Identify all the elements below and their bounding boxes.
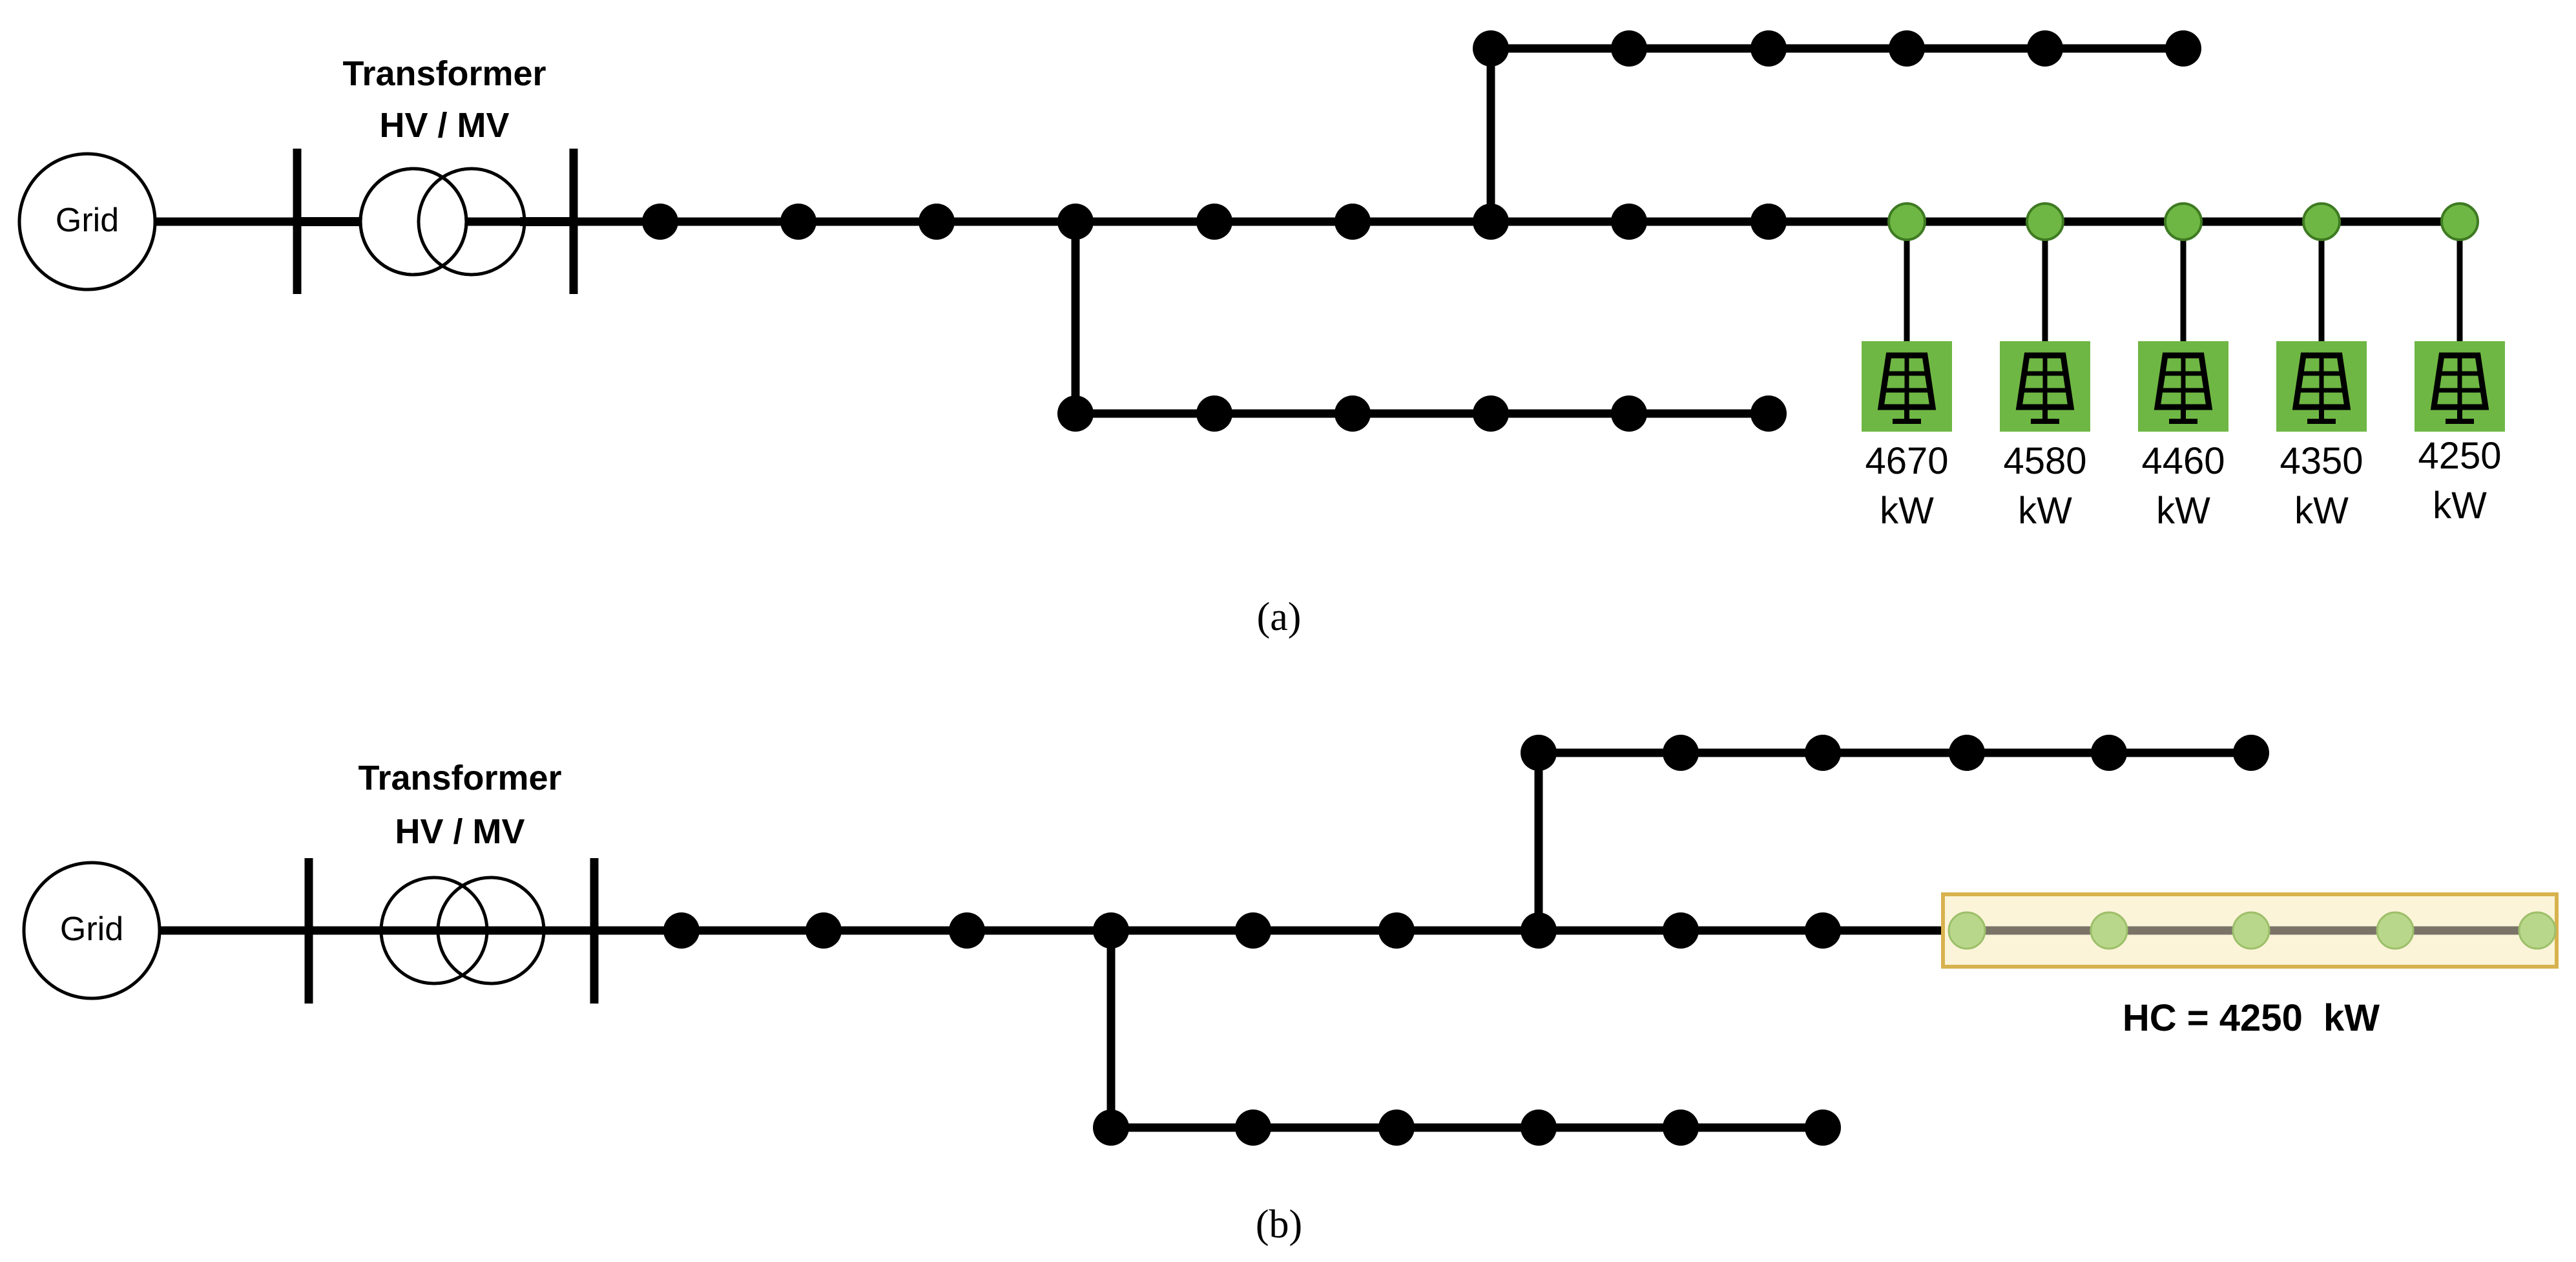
upper-nodes-a [1473,30,2201,67]
solar-panel-icon [2000,341,2090,432]
bus-node [1196,395,1232,432]
solar-panel-icon [2276,341,2367,432]
bus-node [949,912,985,949]
pv-capacity-value: 4250 [2418,435,2501,477]
caption-b: (b) [1256,1203,1302,1246]
bus-node [1663,735,1699,771]
main-nodes-b [663,912,1841,949]
pv-units-a: 4670 kW 4580 kW [1862,202,2505,532]
bus-node [805,912,842,949]
bus-node [1057,204,1094,240]
bus-node [1805,735,1841,771]
bus-node [1335,395,1371,432]
bus-node [1750,395,1787,432]
bus-node [1663,912,1699,949]
bus-node [2027,30,2063,67]
grid-label-b: Grid [60,910,123,948]
hc-node [2518,911,2557,950]
pv-node [2302,202,2341,241]
bus-node [1611,395,1647,432]
grid-label-a: Grid [56,202,119,239]
transformer-icon [301,167,572,277]
bus-node [1235,912,1271,949]
pv-node [2026,202,2064,241]
pv-unit-3: 4460 kW [2138,202,2228,532]
hosting-capacity-zone [1941,892,2559,969]
bus-node [919,204,955,240]
bus-node [642,204,678,240]
bus-node [1611,30,1647,67]
bus-node [1750,204,1787,240]
bus-node [1473,204,1509,240]
bus-node [1521,912,1557,949]
bus-node [1235,1110,1271,1146]
panel-b: Grid Transformer HV / MV [22,735,2559,1246]
pv-node [2164,202,2203,241]
pv-unit-5: 4250 kW [2415,202,2505,527]
bus-node [1521,1110,1557,1146]
bus-node [663,912,700,949]
pv-capacity-unit: kW [1880,490,1934,532]
main-nodes-a [642,204,1787,240]
upper-nodes-b [1521,735,2269,771]
bus-node [1889,30,1925,67]
pv-capacity-unit: kW [2294,490,2349,532]
pv-capacity-unit: kW [2433,485,2487,527]
panel-a: Grid Transformer HV / MV [17,30,2505,639]
bus-node [1335,204,1371,240]
solar-panel-icon [1862,341,1952,432]
bus-node [1750,30,1787,67]
pv-capacity-value: 4670 [1865,440,1948,482]
bus-node [2233,735,2269,771]
bus-node [1093,1110,1129,1146]
bus-node [1378,1110,1415,1146]
bus-node [780,204,816,240]
bus-node [2165,30,2201,67]
bus-node [1057,395,1094,432]
bus-node [1093,912,1129,949]
bus-node [2091,735,2127,771]
pv-unit-4: 4350 kW [2276,202,2367,532]
bus-node [1805,1110,1841,1146]
bus-node [1378,912,1415,949]
lower-nodes-b [1093,1110,1841,1146]
bus-node [1805,912,1841,949]
transformer-icon [379,876,546,985]
transformer-label-b: Transformer [358,759,561,797]
caption-a: (a) [1257,595,1302,639]
pv-node [1887,202,1926,241]
pv-capacity-value: 4460 [2141,440,2225,482]
pv-node [2440,202,2479,241]
pv-capacity-value: 4350 [2280,440,2363,482]
hc-node [2090,911,2128,950]
bus-node [1473,395,1509,432]
hc-node [2232,911,2270,950]
transformer-ratio-b: HV / MV [395,812,525,851]
pv-capacity-unit: kW [2156,490,2210,532]
pv-capacity-unit: kW [2018,490,2072,532]
bus-node [1521,735,1557,771]
solar-panel-icon [2415,341,2505,432]
transformer-label-a: Transformer [342,54,546,93]
hc-node [1948,911,1986,950]
transformer-ratio-a: HV / MV [379,106,509,145]
pv-capacity-value: 4580 [2003,440,2086,482]
hc-node [2376,911,2415,950]
bus-node [1611,204,1647,240]
pv-unit-1: 4670 kW [1862,202,1952,532]
bus-node [1196,204,1232,240]
lower-nodes-a [1057,395,1787,432]
solar-panel-icon [2138,341,2228,432]
bus-node [1949,735,1985,771]
bus-node [1663,1110,1699,1146]
bus-node [1473,30,1509,67]
hc-label: HC = 4250 kW [2123,997,2380,1039]
pv-unit-2: 4580 kW [2000,202,2090,532]
